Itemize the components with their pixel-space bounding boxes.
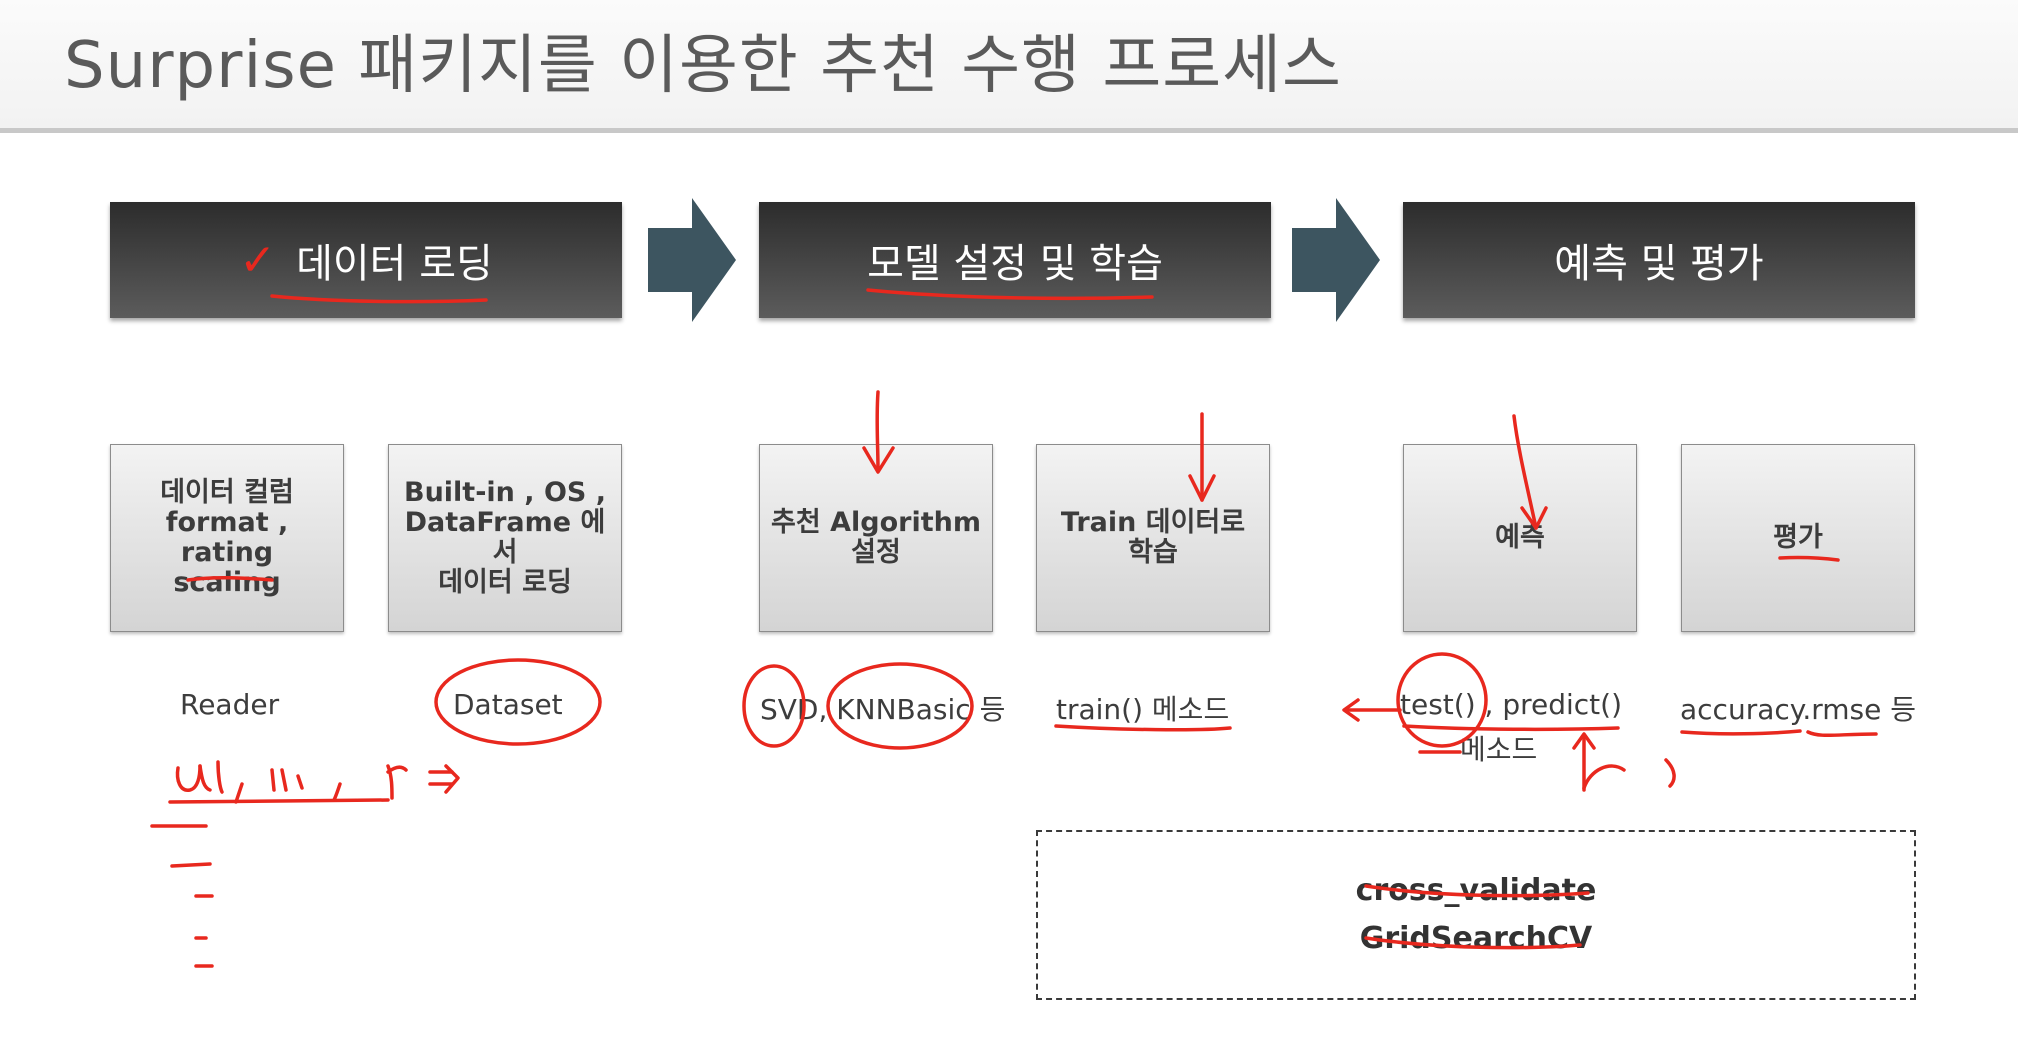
box-line: 데이터 컬럼 <box>160 476 294 508</box>
stage-label: 데이터 로딩 <box>296 241 493 287</box>
stage-predict-evaluate: 예측 및 평가 <box>1403 202 1915 318</box>
box-line: format , rating <box>165 506 289 568</box>
title-bar: Surprise 패키지를 이용한 추천 수행 프로세스 <box>0 0 2018 133</box>
step-box-column-format: 데이터 컬럼 format , rating scaling <box>110 444 344 632</box>
step-box-predict: 예측 <box>1403 444 1637 632</box>
label-accuracy: accuracy.rmse 등 <box>1680 693 1917 726</box>
cross-validation-box: cross_validate GridSearchCV <box>1036 830 1916 1000</box>
stage-data-loading: ✓ 데이터 로딩 <box>110 202 622 318</box>
box-line: 추천 Algorithm <box>771 506 981 538</box>
box-line: DataFrame 에서 <box>404 506 606 568</box>
box-line: 설정 <box>851 537 901 568</box>
box-line: Built-in , OS , <box>403 476 606 508</box>
step-box-evaluate: 평가 <box>1681 444 1915 632</box>
box-line: 평가 <box>1773 521 1823 553</box>
flow-arrow-icon <box>648 198 736 322</box>
box-line: 학습 <box>1128 537 1178 568</box>
label-algorithms: SVD, KNNBasic 등 <box>760 693 1006 726</box>
page-title: Surprise 패키지를 이용한 추천 수행 프로세스 <box>64 29 1342 103</box>
label-train-method: train() 메소드 <box>1056 693 1230 726</box>
cv-line-gridsearchcv: GridSearchCV <box>1359 921 1593 956</box>
step-box-algorithm-setup: 추천 Algorithm 설정 <box>759 444 993 632</box>
box-line: Train 데이터로 <box>1060 506 1246 538</box>
label-dataset: Dataset <box>453 688 563 721</box>
stage-label: 모델 설정 및 학습 <box>867 241 1163 287</box>
check-mark-icon: ✓ <box>239 234 277 286</box>
stage-model-training: 모델 설정 및 학습 <box>759 202 1271 318</box>
flow-arrow-icon <box>1292 198 1380 322</box>
box-line: 데이터 로딩 <box>438 567 572 599</box>
cv-line-cross-validate: cross_validate <box>1355 873 1597 908</box>
box-line: 예측 <box>1495 521 1545 553</box>
label-test-predict: test() , predict() <box>1400 688 1622 721</box>
stage-label: 예측 및 평가 <box>1554 241 1764 287</box>
label-reader: Reader <box>180 688 280 721</box>
label-method: 메소드 <box>1460 733 1538 766</box>
step-box-data-loading: Built-in , OS , DataFrame 에서 데이터 로딩 <box>388 444 622 632</box>
box-line: scaling <box>173 567 281 599</box>
step-box-train: Train 데이터로 학습 <box>1036 444 1270 632</box>
